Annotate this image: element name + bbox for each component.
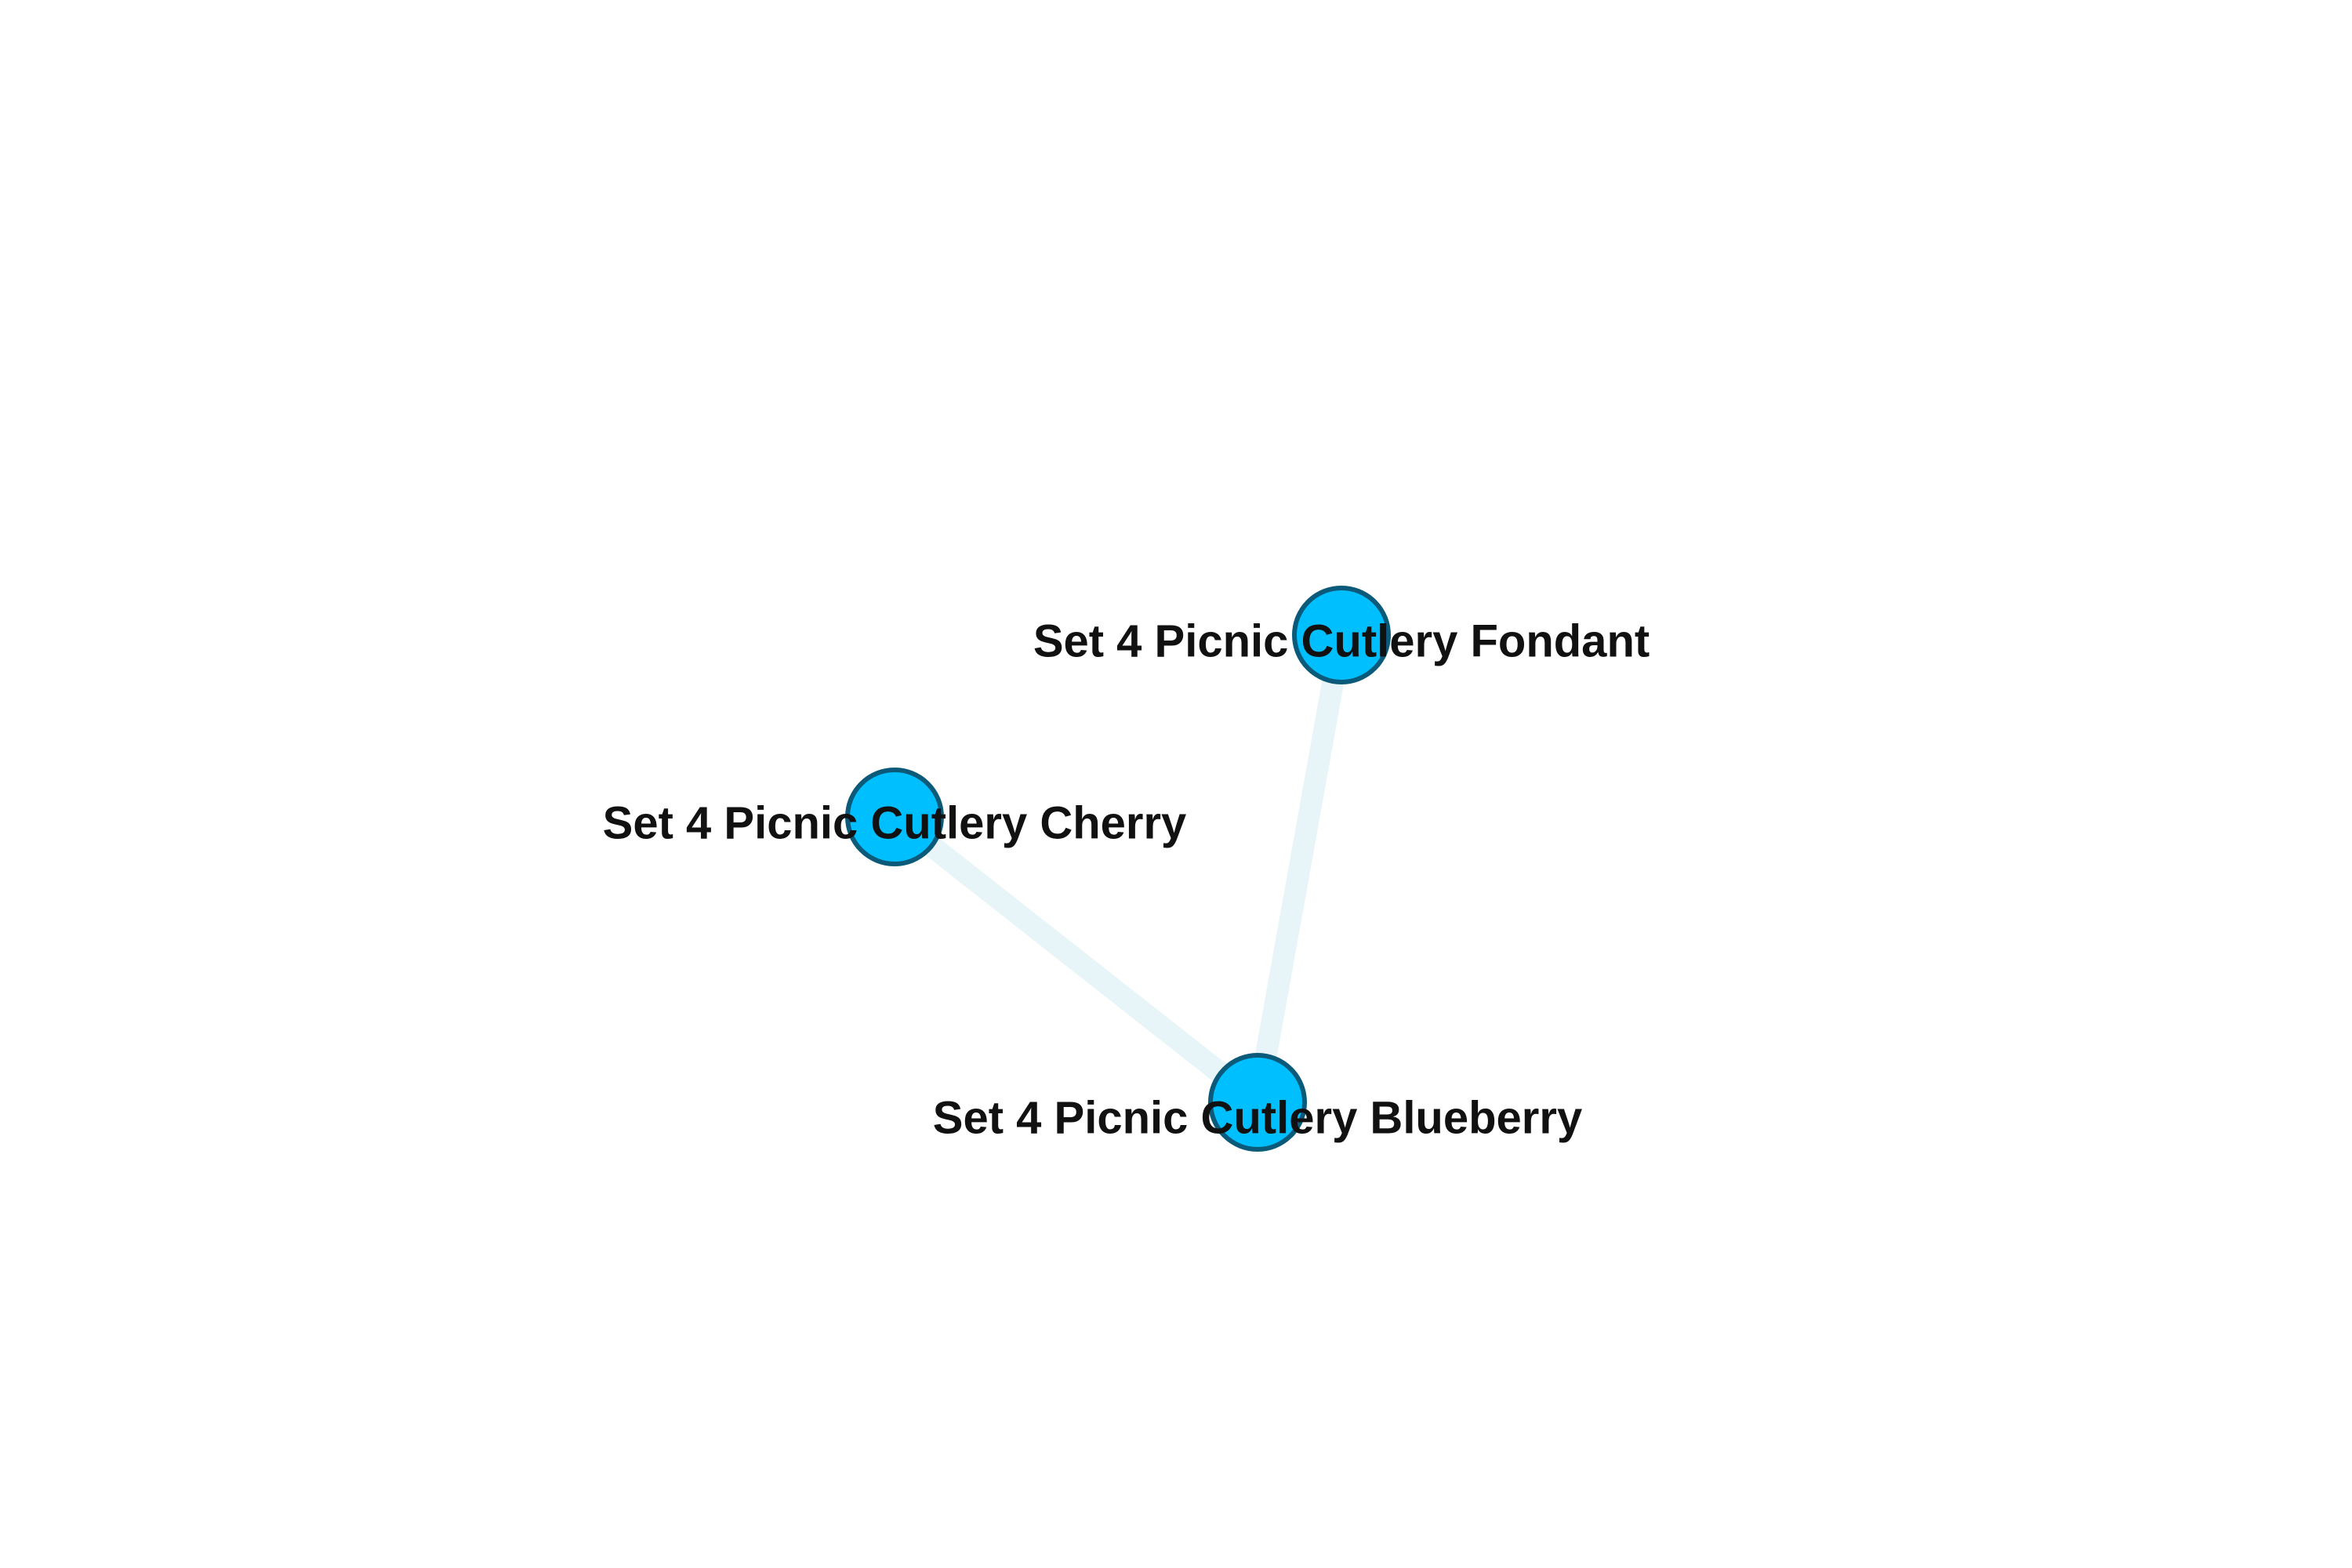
node-fondant-label: Set 4 Picnic Cutlery Fondant [1033, 615, 1650, 666]
node-cherry-label: Set 4 Picnic Cutlery Cherry [603, 797, 1187, 848]
edges-layer [887, 633, 1352, 1112]
node-cherry[interactable]: Set 4 Picnic Cutlery Cherry [603, 768, 1187, 866]
node-blueberry-label: Set 4 Picnic Cutlery Blueberry [933, 1092, 1582, 1143]
node-fondant[interactable]: Set 4 Picnic Cutlery Fondant [1033, 586, 1650, 684]
node-cherry-circle[interactable] [845, 768, 944, 866]
node-fondant-circle[interactable] [1292, 586, 1391, 684]
node-blueberry-circle[interactable] [1208, 1053, 1307, 1152]
node-blueberry[interactable]: Set 4 Picnic Cutlery Blueberry [933, 1053, 1582, 1152]
edge-cherry-blueberry [887, 808, 1265, 1112]
nodes-layer: Set 4 Picnic Cutlery Fondant Set 4 Picni… [603, 586, 1650, 1152]
edge-fondant-blueberry [1247, 633, 1352, 1105]
